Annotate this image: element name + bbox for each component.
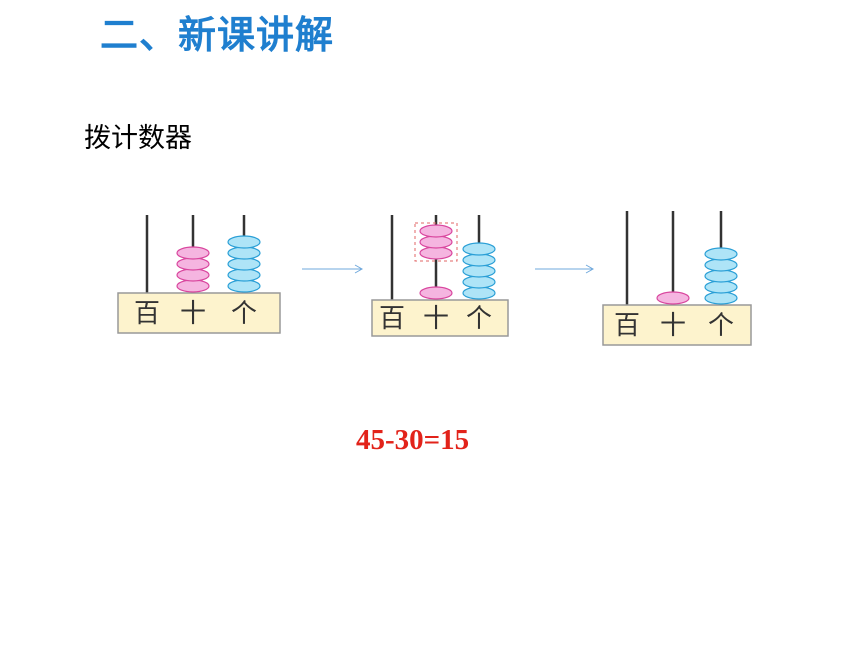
bead-ones <box>227 235 261 249</box>
arrow-2 <box>535 264 595 274</box>
place-label-hundreds: 百 <box>614 311 640 341</box>
bead-tens <box>176 268 210 282</box>
bead-ones <box>462 275 496 289</box>
abacus-3: 百十个 <box>602 211 752 346</box>
bead-ones <box>227 279 261 293</box>
bead-tens <box>656 291 690 305</box>
bead-ones <box>704 280 738 294</box>
bead-ones <box>704 247 738 261</box>
bead-tens <box>419 224 453 238</box>
bead-tens <box>419 286 453 300</box>
place-label-hundreds: 百 <box>379 304 405 334</box>
abacus-base <box>602 304 752 346</box>
bead-ones <box>704 258 738 272</box>
place-label-ones: 个 <box>708 311 734 341</box>
bead-tens <box>419 246 453 260</box>
highlight-box <box>414 222 458 262</box>
arrow-1 <box>302 264 364 274</box>
place-label-ones: 个 <box>466 304 492 334</box>
bead-ones <box>462 253 496 267</box>
bead-ones <box>704 291 738 305</box>
bead-tens <box>176 246 210 260</box>
abacus-2: 百十个 <box>371 215 509 337</box>
abacus-base <box>117 292 281 334</box>
bead-tens <box>176 257 210 271</box>
place-label-hundreds: 百 <box>134 299 160 329</box>
section-heading: 拨计数器 <box>84 123 192 154</box>
bead-ones <box>462 242 496 256</box>
place-label-tens: 十 <box>660 311 686 341</box>
place-label-tens: 十 <box>180 299 206 329</box>
bead-ones <box>227 257 261 271</box>
bead-ones <box>462 264 496 278</box>
abacus-1: 百十个 <box>117 215 281 334</box>
bead-tens <box>176 279 210 293</box>
place-label-tens: 十 <box>423 304 449 334</box>
abacus-diagram: 百十个百十个百十个 <box>117 211 752 346</box>
bead-ones <box>704 269 738 283</box>
equation: 45-30=15 <box>356 424 470 456</box>
bead-ones <box>227 268 261 282</box>
slide-title: 二、新课讲解 <box>100 13 335 57</box>
bead-ones <box>462 286 496 300</box>
bead-tens <box>419 235 453 249</box>
place-label-ones: 个 <box>231 299 257 329</box>
abacus-base <box>371 299 509 337</box>
bead-ones <box>227 246 261 260</box>
